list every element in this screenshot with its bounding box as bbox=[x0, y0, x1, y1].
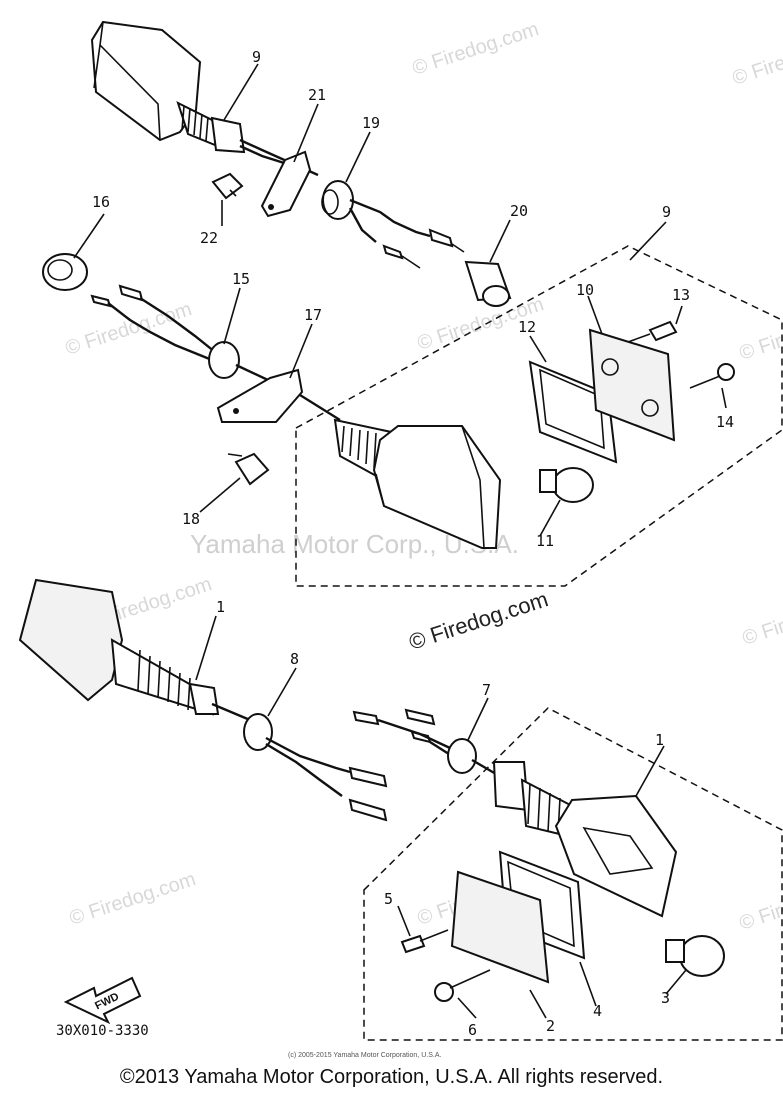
callout-number: 12 bbox=[518, 318, 536, 336]
callout-numbers: 1 1 2 3 4 5 6 7 8 9 9 10 11 12 13 14 15 … bbox=[92, 48, 734, 1039]
callout-number: 3 bbox=[661, 989, 670, 1007]
watermark-firedog-dark: © Firedog.com bbox=[406, 586, 551, 654]
watermark-firedog: © Firedog.com bbox=[737, 303, 783, 365]
callout-number: 21 bbox=[308, 86, 326, 104]
callout-number: 6 bbox=[468, 1021, 477, 1039]
lower-right-signal-assembly bbox=[352, 708, 725, 1002]
watermark-firedog: © Firedog.com bbox=[730, 28, 783, 90]
callout-leader-lines bbox=[73, 63, 727, 1019]
lower-left-signal-assembly bbox=[18, 578, 388, 822]
callout-number: 7 bbox=[482, 681, 491, 699]
callout-number: 15 bbox=[232, 270, 250, 288]
diagram-code: 30X010-3330 bbox=[56, 1023, 149, 1039]
callout-number: 9 bbox=[252, 48, 261, 66]
lower-dashed-kit-outline bbox=[363, 707, 783, 1041]
callout-number: 1 bbox=[655, 731, 664, 749]
callout-number: 17 bbox=[304, 306, 322, 324]
callout-number: 9 bbox=[662, 203, 671, 221]
fwd-arrow-icon: FWD bbox=[63, 976, 142, 1025]
callout-number: 4 bbox=[593, 1002, 602, 1020]
callout-number: 8 bbox=[290, 650, 299, 668]
footer-copyright: ©2013 Yamaha Motor Corporation, U.S.A. A… bbox=[119, 1066, 664, 1088]
watermark-firedog: © Firedog.com bbox=[740, 588, 783, 650]
watermark-firedog: © Firedog.com bbox=[410, 18, 542, 80]
callout-number: 22 bbox=[200, 229, 218, 247]
upper-dashed-kit-outline bbox=[295, 245, 783, 587]
callout-number: 10 bbox=[576, 281, 594, 299]
callout-number: 1 bbox=[216, 598, 225, 616]
watermark-firedog: © Firedog.com bbox=[67, 868, 199, 930]
callout-number: 11 bbox=[536, 532, 554, 550]
callout-number: 18 bbox=[182, 510, 200, 528]
watermark-firedog: © Firedog.com bbox=[737, 873, 783, 935]
callout-number: 5 bbox=[384, 890, 393, 908]
lens-outline bbox=[588, 328, 676, 442]
callout-number: 20 bbox=[510, 202, 528, 220]
callout-number: 19 bbox=[362, 114, 380, 132]
small-copyright: (c) 2005-2015 Yamaha Motor Corporation, … bbox=[288, 1052, 441, 1059]
gasket-outline bbox=[528, 360, 618, 464]
middle-signal-assembly bbox=[42, 253, 594, 549]
upper-signal-assembly bbox=[90, 20, 512, 307]
callout-number: 14 bbox=[716, 413, 734, 431]
callout-number: 13 bbox=[672, 286, 690, 304]
watermark-firedog: © Firedog.com bbox=[63, 298, 195, 360]
callout-number: 2 bbox=[546, 1017, 555, 1035]
callout-number: 16 bbox=[92, 193, 110, 211]
